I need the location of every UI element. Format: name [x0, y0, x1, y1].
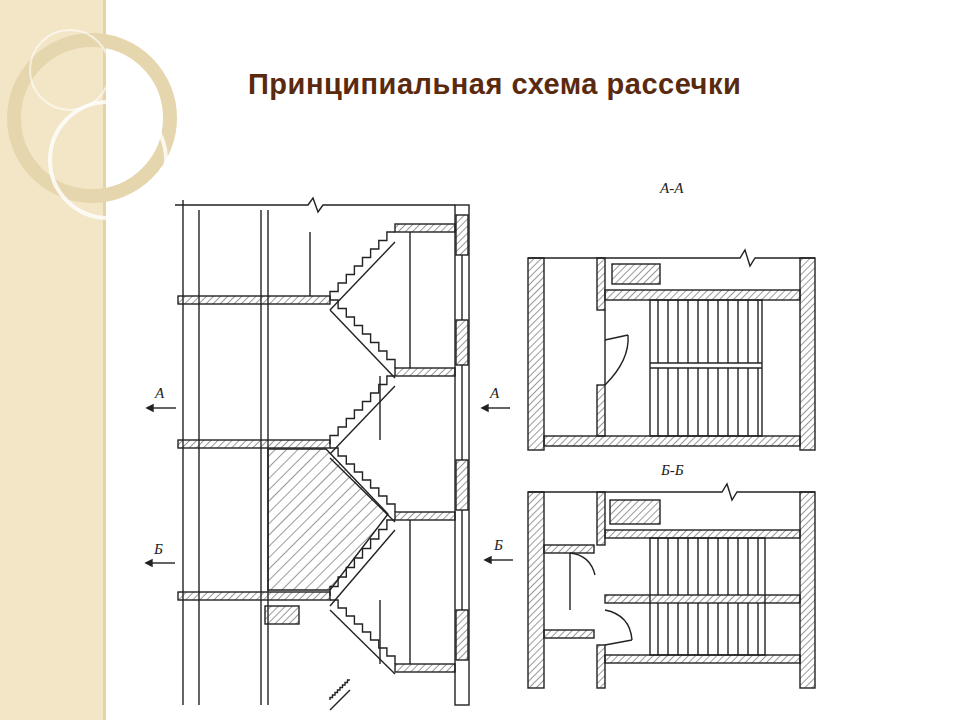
- tread: [667, 368, 668, 436]
- stair-flight: [330, 300, 395, 368]
- tread: [707, 538, 708, 595]
- tread: [727, 538, 728, 595]
- section-label: А-А: [658, 180, 685, 197]
- tread: [757, 538, 758, 595]
- stair-flight: [330, 376, 395, 444]
- tread: [687, 603, 688, 655]
- tread: [747, 538, 748, 595]
- tread: [757, 368, 758, 436]
- plan-b: [528, 484, 815, 688]
- slide-title: Принципиальная схема рассечки: [248, 68, 741, 101]
- stair-soffit: [330, 610, 395, 674]
- tread: [707, 300, 708, 363]
- section-label: Б-Б: [659, 462, 686, 479]
- tread: [747, 603, 748, 655]
- section-markers: [146, 405, 513, 566]
- tread: [707, 368, 708, 436]
- stair-flight: [330, 232, 395, 300]
- tread: [737, 603, 738, 655]
- stair-soffit: [330, 458, 395, 522]
- section-label: Б: [152, 541, 165, 558]
- tread: [757, 300, 758, 363]
- tread: [667, 538, 668, 595]
- tread: [697, 603, 698, 655]
- tread: [687, 538, 688, 595]
- stair-soffit: [330, 386, 395, 454]
- tread: [757, 603, 758, 655]
- tread: [727, 603, 728, 655]
- tread: [727, 368, 728, 436]
- stair-flight: [330, 520, 395, 596]
- tread: [667, 603, 668, 655]
- tread: [717, 368, 718, 436]
- tread: [737, 368, 738, 436]
- tread: [657, 603, 658, 655]
- tread: [677, 300, 678, 363]
- tread: [677, 368, 678, 436]
- decor-strip: [0, 0, 170, 720]
- tread: [737, 538, 738, 595]
- stair-soffit: [330, 690, 350, 710]
- stair-flight: [330, 680, 350, 700]
- stair-soffit: [330, 530, 395, 606]
- section-label: А: [488, 385, 501, 402]
- tread: [717, 603, 718, 655]
- tread: [697, 368, 698, 436]
- tread: [747, 300, 748, 363]
- tread: [737, 300, 738, 363]
- tread: [747, 368, 748, 436]
- tread: [667, 300, 668, 363]
- section-label: А: [153, 385, 166, 402]
- tread: [657, 300, 658, 363]
- section-label: Б: [492, 537, 505, 554]
- tread: [707, 603, 708, 655]
- tread: [697, 300, 698, 363]
- stair-soffit: [330, 242, 395, 310]
- tread: [677, 603, 678, 655]
- stair-soffit: [330, 310, 395, 378]
- tread: [677, 538, 678, 595]
- stair-flight: [330, 448, 395, 512]
- tread: [717, 538, 718, 595]
- plan-a: [528, 250, 815, 450]
- vertical-section: [175, 198, 469, 710]
- tread: [727, 300, 728, 363]
- tread: [697, 538, 698, 595]
- tread: [717, 300, 718, 363]
- tread: [687, 368, 688, 436]
- tread: [657, 538, 658, 595]
- tread: [687, 300, 688, 363]
- tread: [657, 368, 658, 436]
- stair-flight: [330, 600, 395, 664]
